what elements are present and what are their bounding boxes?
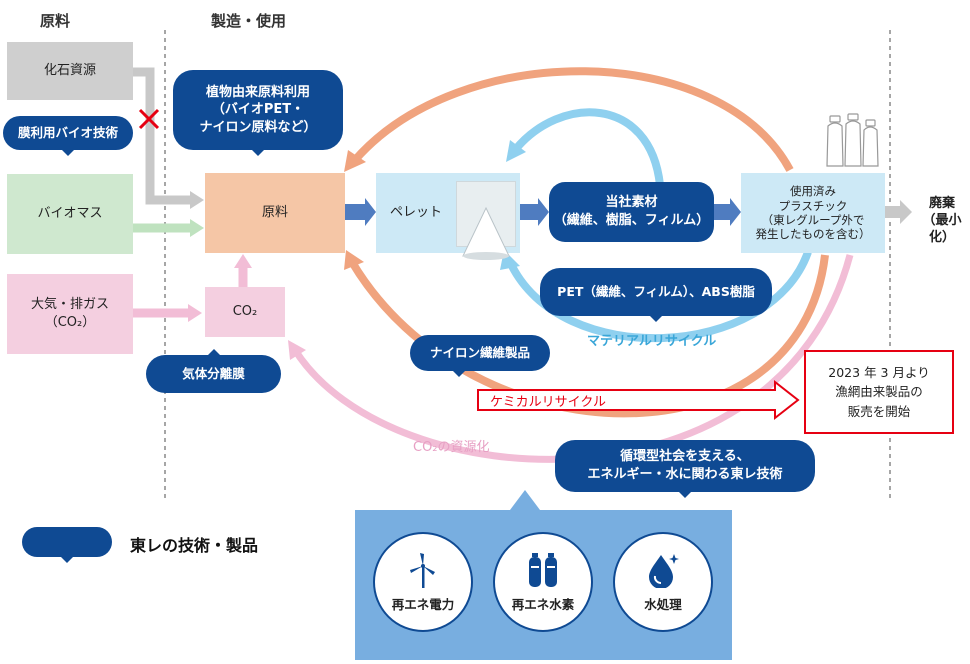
disposal-label: 廃棄 （最小化） [922,196,962,245]
legend-label: 東レの技術・製品 [130,536,259,555]
used-plastic-box: 使用済み プラスチック （東レグループ外で 発生したものを含む） [741,173,885,253]
tech-label: 水処理 [644,596,682,612]
renewable-power-circle: 再エネ電力 [373,532,473,632]
pellet-pile-image [456,181,516,260]
air-exhaust-box: 大気・排ガス （CO₂） [7,274,133,354]
our-materials-box: 当社素材 （繊維、樹脂、フィルム） [549,182,714,242]
hydrogen-tank-icon [529,552,557,587]
water-treatment-circle: 水処理 [613,532,713,632]
renewable-hydrogen-circle: 再エネ水素 [493,532,593,632]
biomass-box: バイオマス [7,174,133,254]
header-raw-material: 原料 [40,12,71,30]
gas-separation-membrane-pill: 気体分離膜 [146,349,281,393]
legend: 東レの技術・製品 [12,524,312,564]
nylon-fiber-products-pill: ナイロン繊維製品 [410,335,550,377]
header-manufacture-use: 製造・使用 [211,12,287,30]
material-recycle-label: マテリアルリサイクル [587,334,717,349]
cross-mark-icon [138,108,160,130]
pellet-label: ペレット [390,205,443,221]
wind-turbine-icon [410,552,435,588]
plastic-bottles-icon [826,113,879,167]
chemical-recycle-label: ケミカルリサイクル [490,395,606,410]
plant-origin-material-pill: 植物由来原料利用 （バイオPET・ ナイロン原料など） [173,70,343,156]
fossil-resources-box: 化石資源 [7,42,133,100]
circular-society-tech-pill: 循環型社会を支える、 エネルギー・水に関わる東レ技術 [555,440,815,498]
co2-box: CO₂ [205,287,285,337]
tech-label: 再エネ電力 [391,596,455,612]
legend-swatch [22,527,112,563]
pellet-box: ペレット [376,173,520,260]
tech-panel: 再エネ電力 再エネ水素 水処理 [355,510,732,660]
material-box: 原料 [205,173,345,253]
tech-label: 再エネ水素 [511,596,575,612]
water-drop-icon [649,553,679,588]
announcement-box: 2023 年 3 月より 漁網由来製品の 販売を開始 [804,350,954,434]
pet-abs-resin-pill: PET（繊維、フィルム）、ABS樹脂 [540,268,772,322]
membrane-bio-tech-pill: 膜利用バイオ技術 [3,116,133,156]
co2-resource-label: CO₂の資源化 [413,440,490,455]
